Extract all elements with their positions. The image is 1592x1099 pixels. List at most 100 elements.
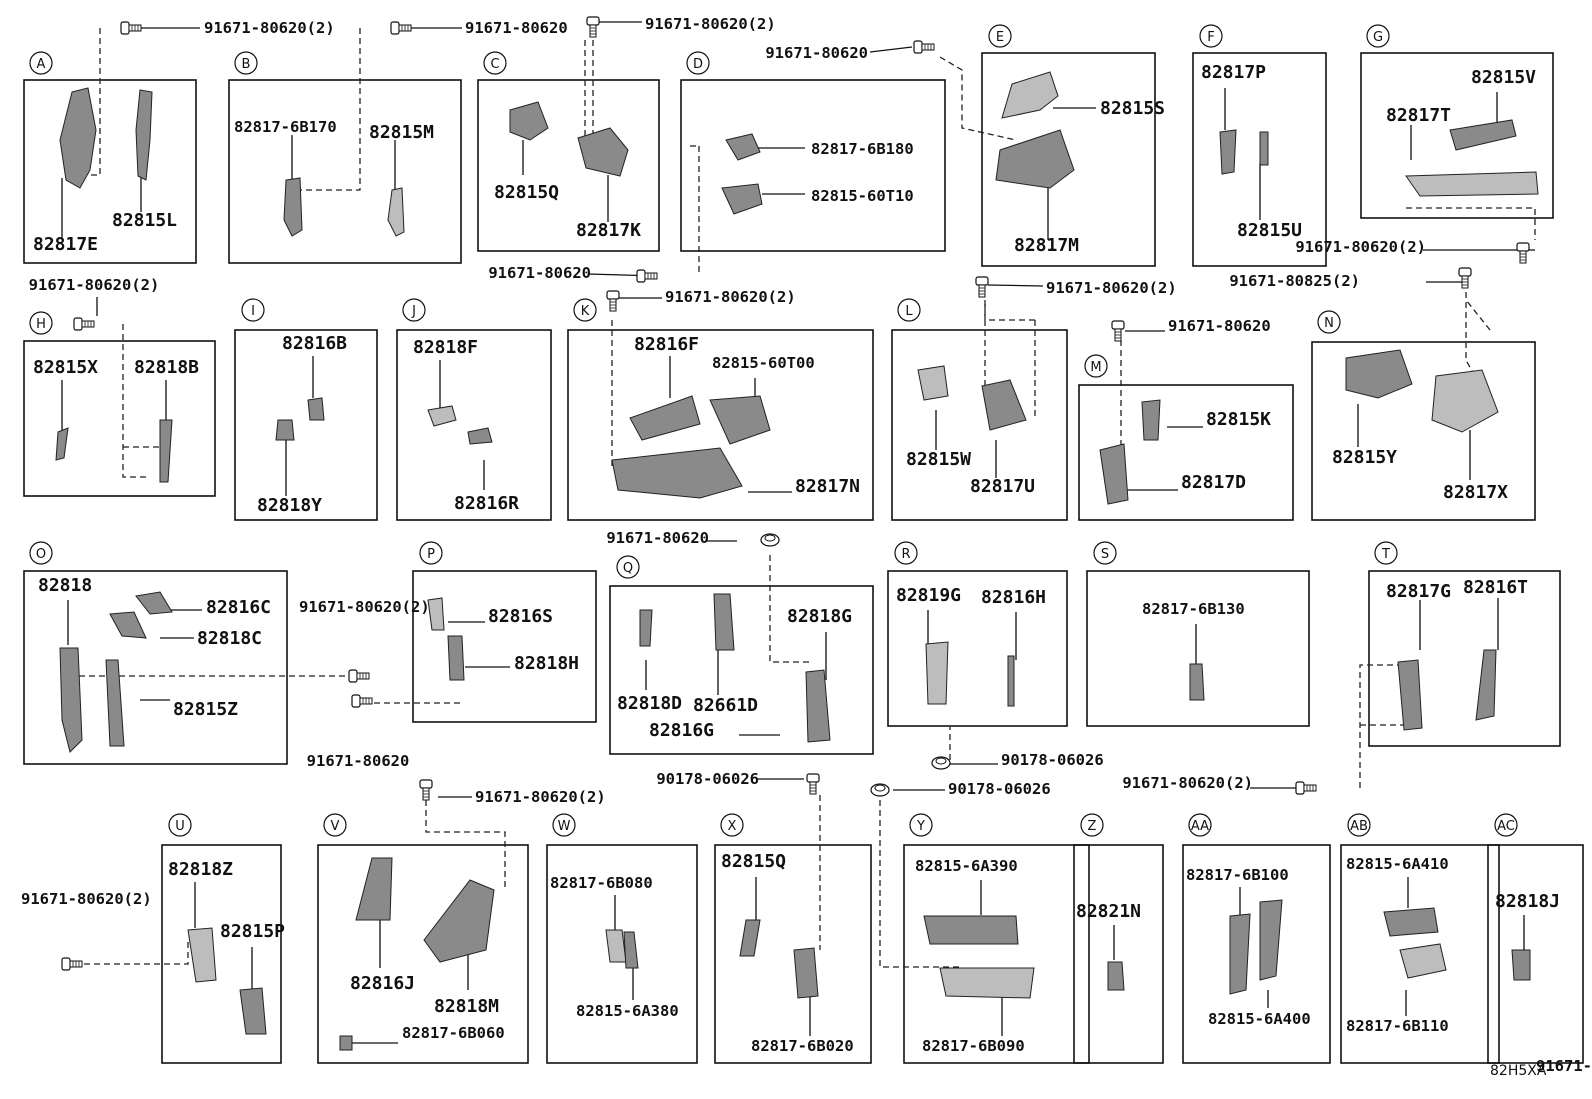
dashed-guide <box>1465 292 1489 401</box>
section-letter-y: Y <box>916 819 925 834</box>
section-box-n <box>1311 341 1536 521</box>
section-letter-n: N <box>1324 316 1334 331</box>
part-number-b-2: 82815M <box>369 122 434 143</box>
part-illustration <box>283 177 303 237</box>
section-letter-w: W <box>558 819 571 834</box>
part-illustration <box>721 183 763 215</box>
part-number-k-2: 82815-60T00 <box>712 354 815 372</box>
section-box-aa <box>1182 844 1331 1064</box>
part-number-q-1: 82818G <box>787 606 852 627</box>
part-illustration <box>713 593 735 651</box>
bolt-icon <box>636 269 658 283</box>
fastener-number-10: 91671-80620(2) <box>1295 238 1426 256</box>
section-letter-v: V <box>331 819 340 834</box>
part-illustration <box>467 427 493 445</box>
section-box-b <box>228 79 462 264</box>
bolt-icon <box>913 40 935 54</box>
section-box-ab <box>1340 844 1500 1064</box>
bolt-icon <box>1295 781 1317 795</box>
section-box-t <box>1368 570 1561 747</box>
part-number-f-2: 82815U <box>1237 220 1302 241</box>
section-box-q <box>609 585 874 755</box>
part-number-v-1: 82816J <box>350 973 415 994</box>
section-box-o <box>23 570 288 765</box>
part-number-b-1: 82817-6B170 <box>234 118 337 136</box>
part-illustration <box>239 987 267 1035</box>
part-illustration <box>1399 943 1447 979</box>
part-number-m-1: 82815K <box>1206 409 1271 430</box>
part-number-ab-2: 82817-6B110 <box>1346 1017 1449 1035</box>
part-illustration <box>135 89 153 181</box>
section-box-ac <box>1487 844 1584 1064</box>
part-illustration <box>1189 663 1205 701</box>
section-letter-d: D <box>693 57 703 72</box>
part-illustration <box>1345 349 1413 399</box>
part-illustration <box>427 405 457 427</box>
part-number-x-1: 82815Q <box>721 851 786 872</box>
leader-line <box>869 46 913 53</box>
part-number-n-1: 82815Y <box>1332 447 1397 468</box>
part-number-p-1: 82816S <box>488 606 553 627</box>
fastener-number-15: 90178-06026 <box>1001 751 1104 769</box>
part-number-e-1: 82815S <box>1100 98 1165 119</box>
part-illustration <box>509 101 549 141</box>
part-illustration <box>1383 907 1439 937</box>
fastener-number-2: 91671-80620 <box>465 19 568 37</box>
section-box-c <box>477 79 660 252</box>
section-box-x <box>714 844 872 1064</box>
part-illustration <box>447 635 465 681</box>
part-number-c-2: 82817K <box>576 220 641 241</box>
section-tag-circle <box>241 298 265 322</box>
part-illustration <box>611 447 743 499</box>
part-illustration <box>187 927 217 983</box>
part-number-j-2: 82816R <box>454 493 519 514</box>
bolt-icon <box>390 21 412 35</box>
part-illustration <box>793 947 819 999</box>
section-letter-l: L <box>905 304 913 319</box>
part-illustration <box>639 609 653 647</box>
leader-line <box>987 284 1044 287</box>
section-letter-aa: AA <box>1191 819 1209 834</box>
fastener-number-18: 90178-06026 <box>656 770 759 788</box>
fastener-number-12: 91671-80620(2) <box>299 598 430 616</box>
part-number-q-2: 82818D <box>617 693 682 714</box>
part-illustration <box>805 669 831 743</box>
bolt-icon <box>419 779 433 801</box>
section-box-u <box>161 844 282 1064</box>
part-illustration <box>1431 369 1499 433</box>
dashed-guide <box>84 940 189 965</box>
part-number-k-1: 82816F <box>634 334 699 355</box>
dashed-guide <box>1406 207 1536 240</box>
part-number-t-1: 82817G <box>1386 581 1451 602</box>
fastener-number-4: 91671-80620 <box>765 44 868 62</box>
fastener-number-7: 91671-80620(2) <box>29 276 160 294</box>
section-box-k <box>567 329 874 521</box>
section-letter-h: H <box>36 317 46 332</box>
part-number-i-1: 82816B <box>282 333 347 354</box>
part-illustration <box>623 931 639 969</box>
part-illustration <box>105 659 125 747</box>
section-letter-u: U <box>175 819 185 834</box>
section-letter-ac: AC <box>1497 819 1515 834</box>
part-illustration <box>1219 129 1237 175</box>
bolt-icon <box>73 317 95 331</box>
section-tag-circle <box>29 311 53 335</box>
section-tag-circle <box>1093 541 1117 565</box>
part-number-a-1: 82817E <box>33 234 98 255</box>
part-illustration <box>605 929 627 963</box>
part-illustration <box>739 919 761 957</box>
nut-icon <box>870 783 890 797</box>
part-number-v-3: 82817-6B060 <box>402 1024 505 1042</box>
section-letter-p: P <box>427 547 435 562</box>
part-illustration <box>1001 71 1059 119</box>
section-tag-circle <box>323 813 347 837</box>
part-illustration <box>1007 655 1015 707</box>
part-illustration <box>387 187 405 237</box>
section-tag-circle <box>1080 813 1104 837</box>
part-number-ac-1: 82818J <box>1495 891 1560 912</box>
section-box-m <box>1078 384 1294 521</box>
section-tag-circle <box>168 813 192 837</box>
bolt-icon <box>806 773 820 795</box>
bolt-icon <box>1516 242 1530 264</box>
part-number-w-2: 82815-6A380 <box>576 1002 679 1020</box>
